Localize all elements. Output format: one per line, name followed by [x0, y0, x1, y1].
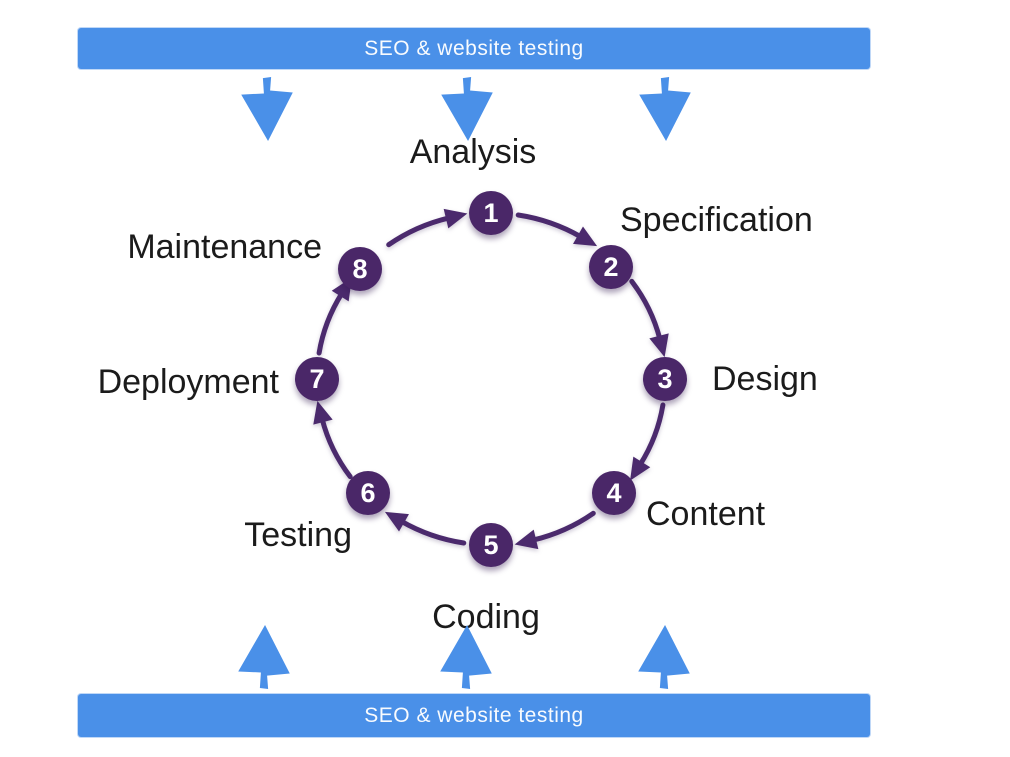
up-arrow-icon [437, 624, 495, 690]
step-node-6: 6 [346, 471, 390, 515]
step-number: 6 [360, 477, 376, 508]
down-arrow-icon [636, 76, 694, 142]
step-node-3: 3 [643, 357, 687, 401]
step-node-5: 5 [469, 523, 513, 567]
step-number: 1 [483, 197, 499, 228]
bottom-banner: SEO & website testing [78, 694, 870, 737]
up-arrow-icon [235, 624, 293, 690]
up-arrow-icon [635, 624, 693, 690]
arc-segment-2-3 [629, 278, 669, 358]
step-number: 7 [309, 363, 325, 394]
step-label-specification: Specification [620, 201, 813, 239]
step-number: 8 [352, 253, 368, 284]
step-node-8: 8 [338, 247, 382, 291]
step-label-content: Content [646, 495, 766, 533]
top-banner-label: SEO & website testing [364, 36, 584, 60]
down-arrow-icon [438, 76, 496, 142]
down-arrow-icon [238, 76, 296, 142]
step-number: 2 [603, 251, 619, 282]
step-label-analysis: Analysis [409, 133, 537, 171]
step-label-testing: Testing [244, 516, 352, 554]
step-number: 3 [657, 363, 673, 394]
step-node-7: 7 [295, 357, 339, 401]
step-number: 4 [606, 477, 622, 508]
step-label-design: Design [712, 360, 818, 398]
bottom-banner-label: SEO & website testing [364, 703, 584, 727]
step-label-deployment: Deployment [97, 363, 279, 401]
arc-segment-8-1 [386, 208, 468, 248]
arc-segment-4-5 [514, 510, 596, 550]
step-node-2: 2 [589, 245, 633, 289]
arc-segment-1-2 [515, 212, 598, 247]
arc-segment-3-4 [630, 402, 666, 481]
arc-segment-5-6 [384, 511, 467, 546]
step-node-1: 1 [469, 191, 513, 235]
step-label-maintenance: Maintenance [127, 228, 322, 266]
step-label-coding: Coding [432, 598, 540, 636]
step-number: 5 [483, 529, 499, 560]
arc-segment-6-7 [313, 400, 353, 480]
arc-segment-7-8 [316, 277, 352, 356]
step-node-4: 4 [592, 471, 636, 515]
top-banner: SEO & website testing [78, 28, 870, 69]
